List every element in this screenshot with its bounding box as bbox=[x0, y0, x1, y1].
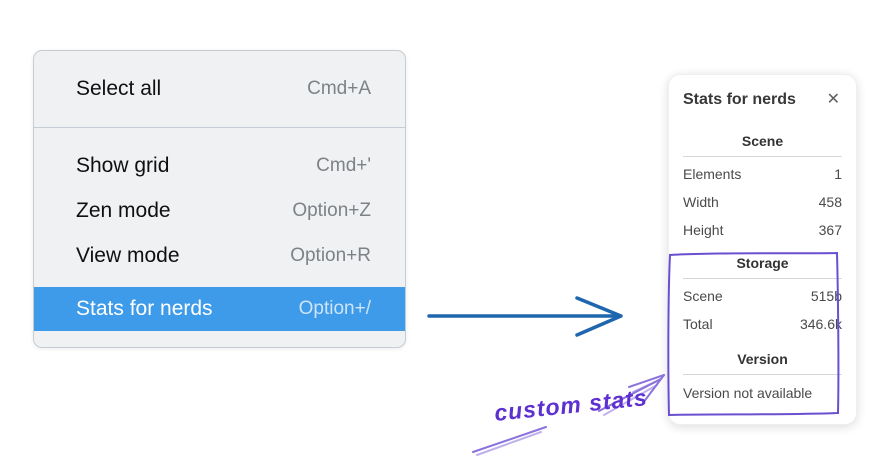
stats-for-nerds-panel: Stats for nerds ✕ Scene Elements 1 Width… bbox=[668, 74, 857, 425]
stat-value: 346.6k bbox=[799, 316, 842, 332]
section-heading-storage: Storage bbox=[736, 255, 789, 271]
menu-item-shortcut: Option+/ bbox=[298, 298, 371, 319]
menu-item-label: View mode bbox=[76, 243, 180, 267]
blue-arrow bbox=[427, 296, 623, 337]
stat-value: 458 bbox=[818, 194, 842, 210]
menu-item-label: Zen mode bbox=[76, 198, 171, 222]
menu-item-select-all[interactable]: Select all Cmd+A bbox=[34, 67, 405, 112]
stat-label: Total bbox=[683, 316, 713, 332]
stat-row-elements: Elements 1 bbox=[683, 160, 842, 188]
stat-row-width: Width 458 bbox=[683, 188, 842, 216]
menu-item-show-grid[interactable]: Show grid Cmd+' bbox=[34, 143, 405, 188]
menu-item-shortcut: Cmd+' bbox=[316, 154, 371, 176]
stat-label: Width bbox=[683, 194, 719, 210]
version-note: Version not available bbox=[683, 385, 813, 401]
custom-stats-label: custom stats bbox=[493, 384, 649, 426]
menu-item-shortcut: Cmd+A bbox=[307, 78, 371, 99]
section-heading-version: Version bbox=[737, 351, 788, 367]
menu-item-shortcut: Option+R bbox=[290, 244, 371, 266]
section-divider bbox=[683, 156, 842, 157]
stat-value: 367 bbox=[818, 222, 842, 238]
menu-item-zen-mode[interactable]: Zen mode Option+Z bbox=[34, 188, 405, 233]
menu-divider bbox=[34, 127, 405, 128]
menu-item-view-mode[interactable]: View mode Option+R bbox=[34, 233, 405, 278]
stat-row-height: Height 367 bbox=[683, 216, 842, 244]
close-icon[interactable]: ✕ bbox=[826, 91, 840, 108]
menu-item-label: Select all bbox=[76, 77, 162, 100]
menu-item-label: Stats for nerds bbox=[76, 297, 213, 320]
stat-value: 515b bbox=[810, 288, 842, 304]
section-divider bbox=[683, 278, 842, 279]
panel-title: Stats for nerds bbox=[683, 91, 796, 108]
stat-row-scene-storage: Scene 515b bbox=[683, 282, 842, 310]
stat-label: Height bbox=[683, 222, 724, 238]
stat-label: Scene bbox=[683, 288, 723, 304]
menu-item-shortcut: Option+Z bbox=[292, 199, 371, 221]
stat-value: 1 bbox=[834, 166, 842, 182]
menu-item-label: Show grid bbox=[76, 153, 170, 177]
stat-label: Elements bbox=[683, 166, 742, 182]
context-menu: Select all Cmd+A Show grid Cmd+' Zen mod… bbox=[33, 50, 406, 348]
section-heading-scene: Scene bbox=[741, 133, 784, 149]
section-divider bbox=[683, 374, 842, 375]
menu-item-stats-for-nerds[interactable]: Stats for nerds Option+/ bbox=[34, 287, 405, 331]
stat-row-total-storage: Total 346.6k bbox=[683, 310, 842, 338]
